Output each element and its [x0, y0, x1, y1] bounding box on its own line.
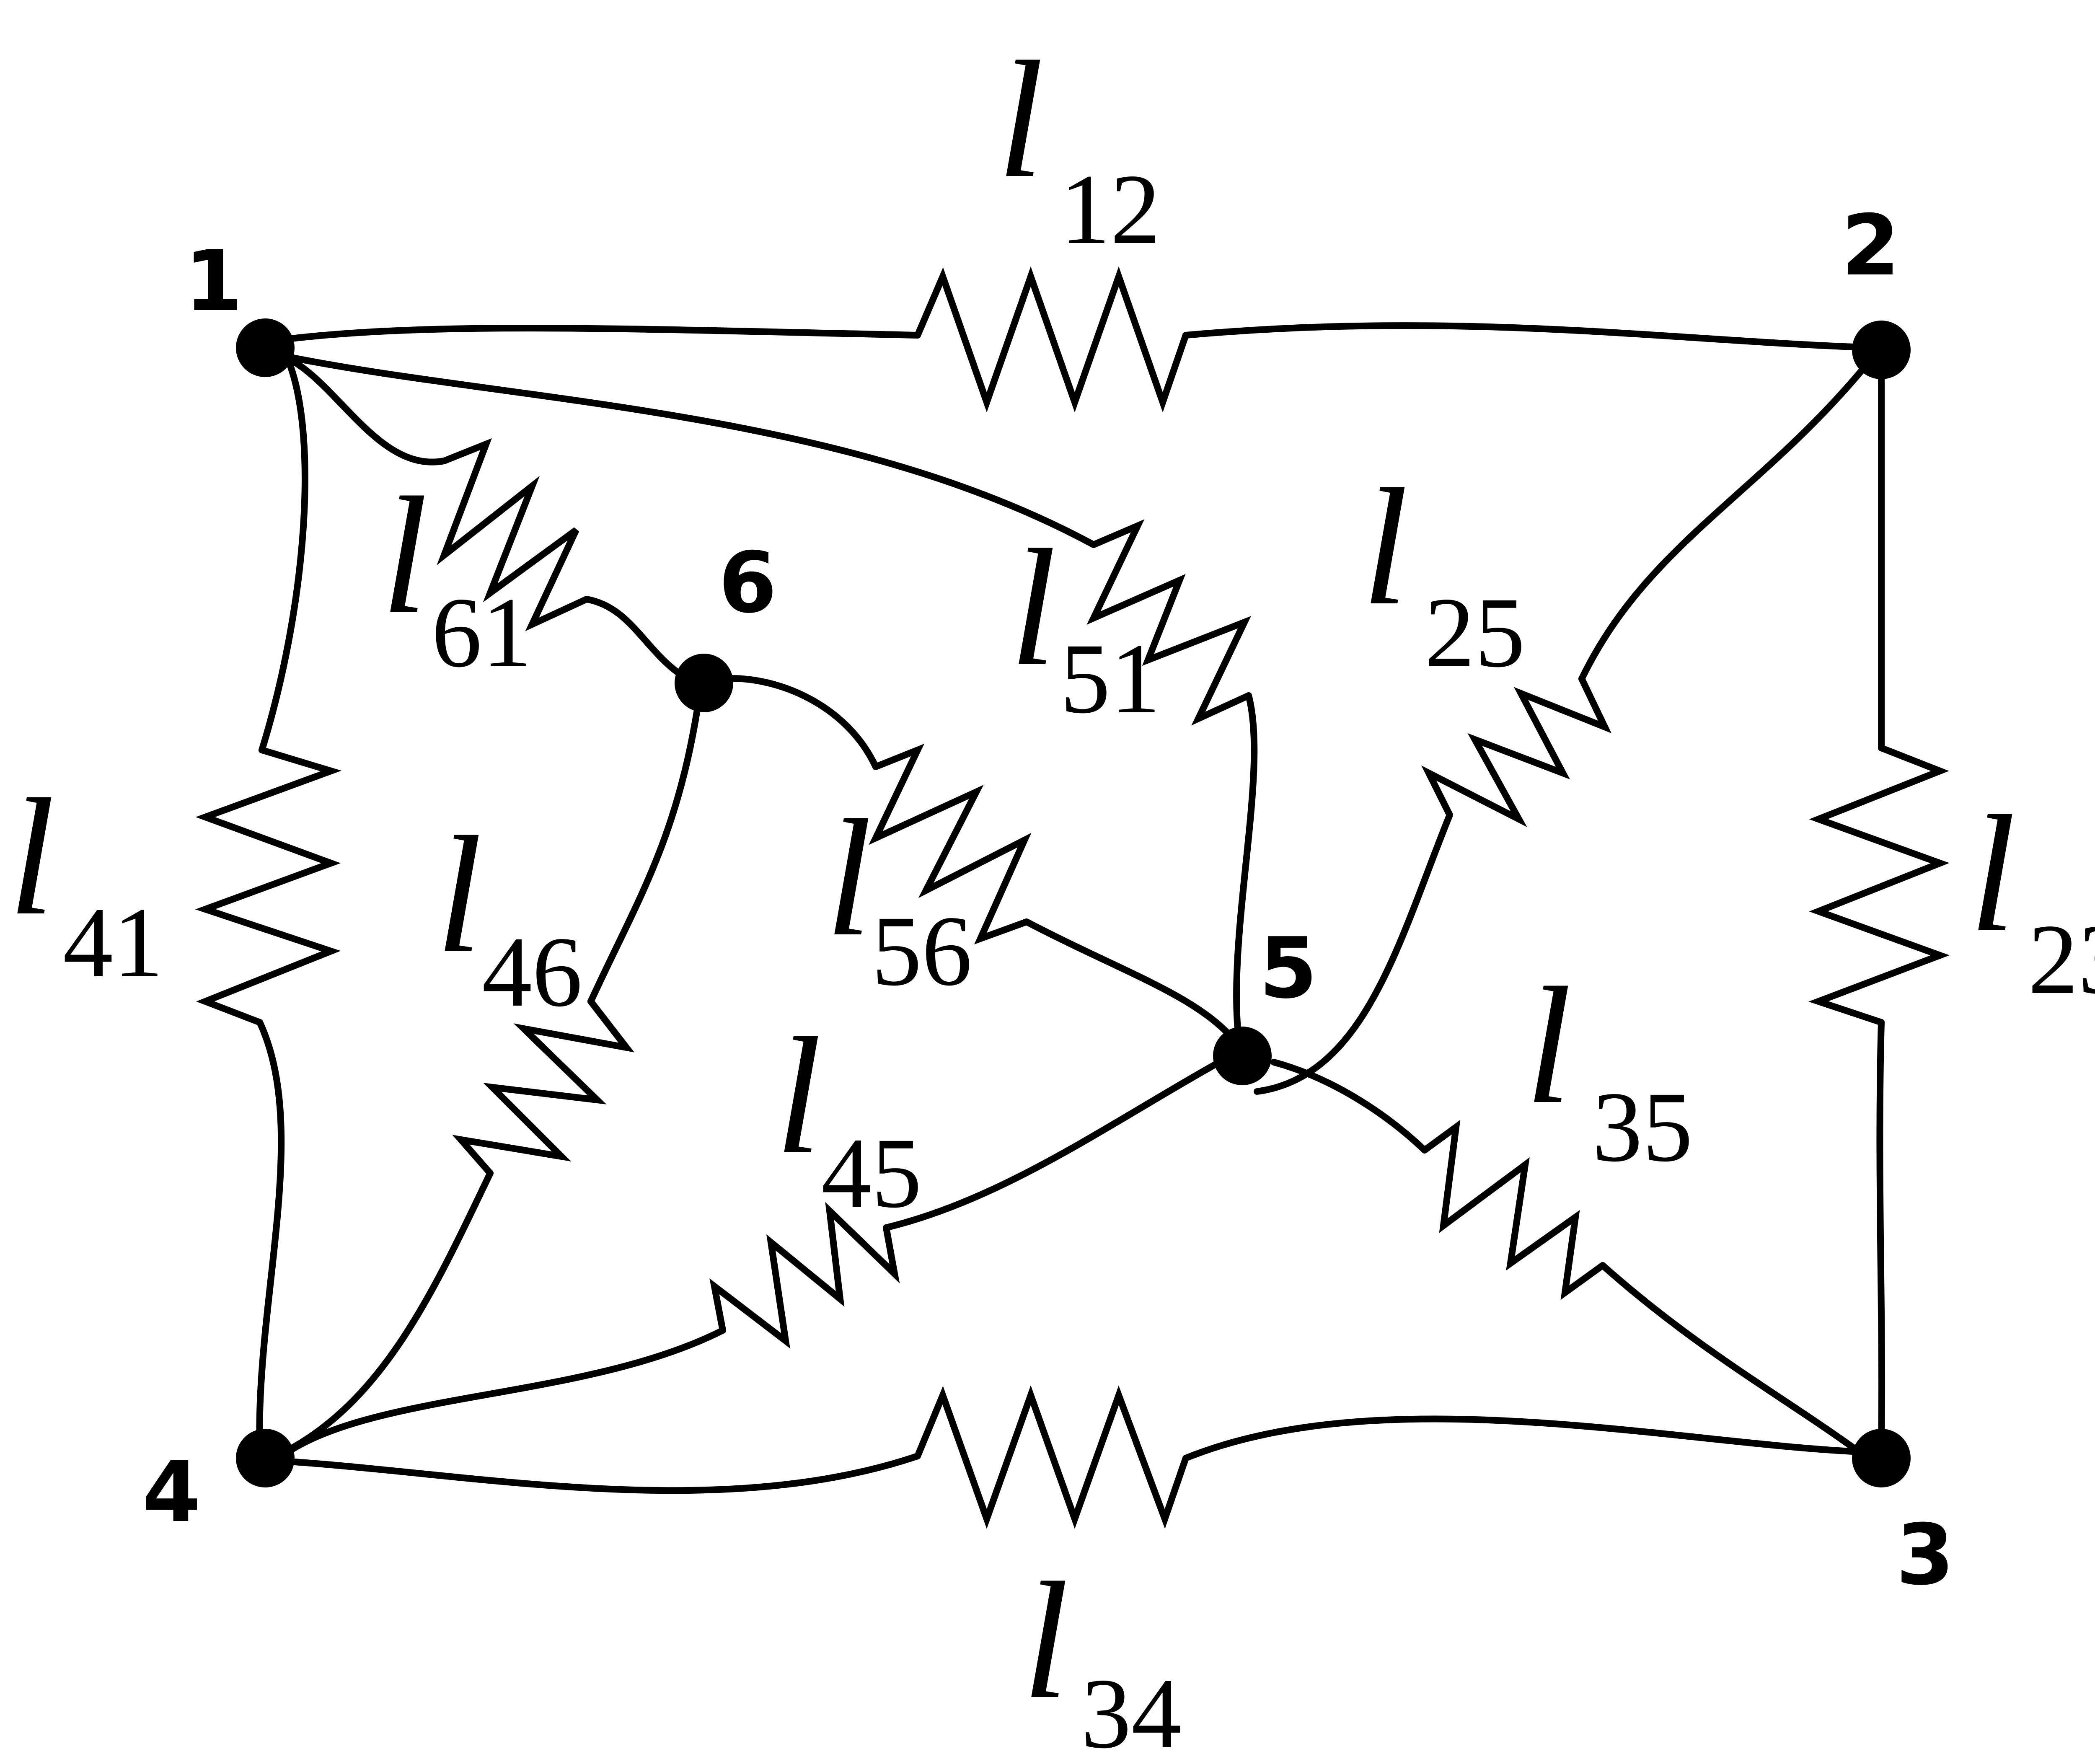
edge-46-wire — [282, 690, 703, 1455]
svg-text:46: 46 — [482, 916, 582, 1027]
edge-12-label: l 12 — [997, 27, 1161, 265]
edge-34-label: l 34 — [1022, 1548, 1182, 1764]
node-4-label: 4 — [142, 1443, 201, 1541]
svg-text:l: l — [1362, 454, 1408, 640]
svg-text:l: l — [997, 27, 1044, 212]
svg-text:25: 25 — [1425, 577, 1525, 688]
node-2-dot — [1852, 321, 1911, 379]
svg-text:l: l — [825, 785, 872, 971]
svg-text:45: 45 — [821, 1117, 922, 1229]
svg-text:l: l — [8, 764, 55, 950]
edge-46-label: l 46 — [436, 802, 582, 1027]
node-6-label: 6 — [719, 534, 777, 632]
node-1-dot — [236, 318, 295, 377]
svg-text:l: l — [1969, 781, 2016, 967]
edge-34-wire — [265, 1385, 1864, 1529]
edge-56-wire — [717, 675, 1244, 1051]
edge-23-label: l 23 — [1969, 781, 2095, 1015]
edge-12-wire — [265, 266, 1880, 413]
svg-text:12: 12 — [1060, 153, 1161, 265]
node-3-dot — [1852, 1429, 1911, 1487]
edge-25-wire — [1254, 361, 1870, 1095]
node-6-dot — [675, 654, 733, 712]
svg-text:23: 23 — [2028, 903, 2095, 1015]
node-5-label: 5 — [1259, 920, 1317, 1017]
node-5-dot — [1213, 1027, 1272, 1085]
node-2-label: 2 — [1842, 197, 1900, 295]
node-4-dot — [236, 1429, 295, 1487]
svg-text:41: 41 — [63, 887, 163, 998]
node-3-label: 3 — [1896, 1506, 1954, 1604]
svg-text:34: 34 — [1081, 1658, 1182, 1764]
svg-text:51: 51 — [1060, 623, 1161, 734]
edge-23-wire — [1808, 351, 1950, 1445]
edge-61-wire — [279, 353, 691, 682]
edge-56-label: l 56 — [825, 785, 972, 1006]
edge-35-label: l 35 — [1525, 953, 1693, 1182]
svg-text:56: 56 — [872, 895, 972, 1006]
svg-text:61: 61 — [432, 577, 532, 688]
edge-25-label: l 25 — [1362, 454, 1525, 688]
node-1-label: 1 — [184, 233, 243, 330]
svg-text:l: l — [1010, 515, 1056, 701]
edge-45-label: l 45 — [775, 1003, 922, 1229]
svg-text:35: 35 — [1592, 1071, 1693, 1182]
svg-text:l: l — [436, 802, 482, 988]
edge-41-wire — [195, 359, 342, 1451]
edge-51-label: l 51 — [1010, 515, 1161, 734]
svg-text:l: l — [1022, 1548, 1069, 1733]
svg-text:l: l — [775, 1003, 822, 1189]
svg-text:l: l — [1525, 953, 1572, 1138]
edge-35-wire — [1270, 1059, 1860, 1453]
svg-text:l: l — [381, 463, 428, 648]
edge-61-label: l 61 — [381, 463, 532, 688]
edge-45-wire — [282, 1059, 1223, 1457]
edge-41-label: l 41 — [8, 764, 163, 998]
edge-51-wire — [271, 351, 1258, 1055]
